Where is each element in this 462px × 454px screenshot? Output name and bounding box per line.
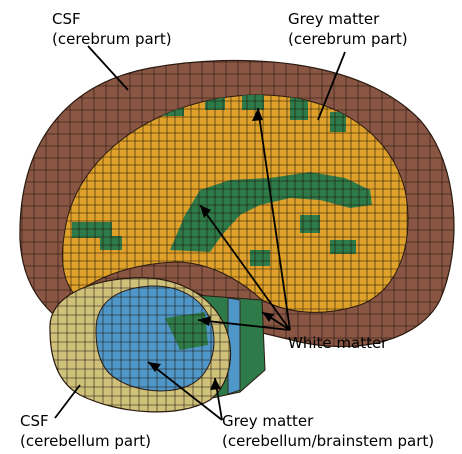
label-grey-cerebellum-line2: (cerebellum/brainstem part) (222, 432, 434, 450)
label-csf-cerebrum-line1: CSF (52, 10, 81, 28)
leader-csf-cerebellum (55, 385, 80, 418)
label-grey-cerebrum-line1: Grey matter (288, 10, 380, 28)
label-csf-cerebellum-line1: CSF (20, 412, 49, 430)
label-white-matter: White matter (288, 334, 388, 352)
label-csf-cerebrum-line2: (cerebrum part) (52, 30, 172, 48)
label-grey-cerebrum-line2: (cerebrum part) (288, 30, 408, 48)
label-csf-cerebellum-line2: (cerebellum part) (20, 432, 151, 450)
label-grey-cerebellum-line1: Grey matter (222, 412, 314, 430)
